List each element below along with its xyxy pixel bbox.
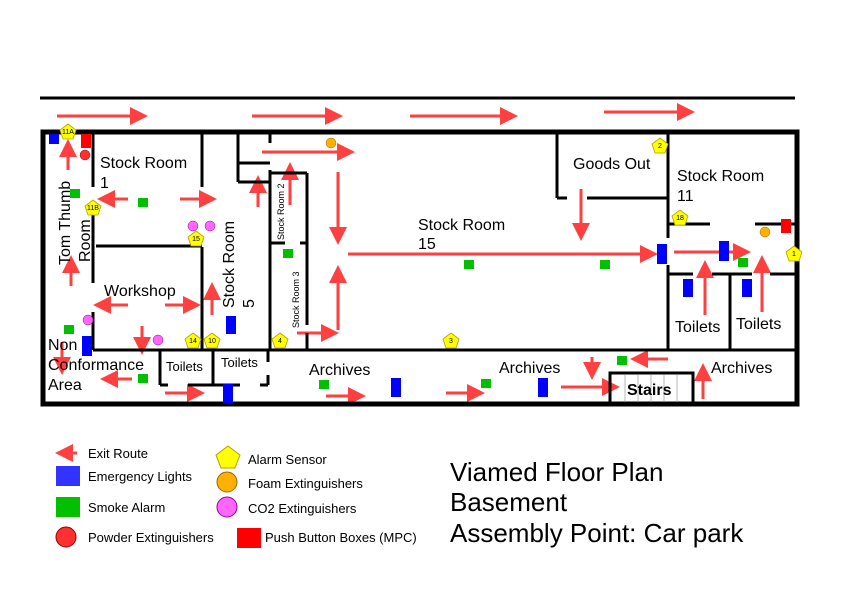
room-stock-5-number: 5 bbox=[241, 299, 258, 308]
room-archives: Archives bbox=[711, 360, 772, 377]
room-stock-3: Stock Room 3 bbox=[291, 271, 301, 328]
room-goods-out: Goods Out bbox=[573, 156, 651, 173]
legend-emergency-lights: Emergency Lights bbox=[88, 469, 193, 484]
legend-push-button: Push Button Boxes (MPC) bbox=[265, 530, 417, 545]
alarm-sensor: 11A bbox=[59, 123, 77, 140]
room-archives: Archives bbox=[499, 360, 560, 377]
room-tom-thumb-2: Room bbox=[77, 219, 94, 262]
alarm-sensor: 3 bbox=[442, 332, 460, 349]
stairs-label: Stairs bbox=[627, 382, 672, 399]
alarm-sensors: 11A 11B 15 14 10 4 3 2 18 1 bbox=[59, 123, 803, 349]
room-toilets: Toilets bbox=[736, 316, 781, 333]
room-stock-2: Stock Room 2 bbox=[276, 183, 286, 240]
svg-text:14: 14 bbox=[189, 338, 197, 345]
svg-text:15: 15 bbox=[192, 236, 200, 243]
alarm-sensor: 11B bbox=[84, 199, 102, 216]
room-stock-15-number: 15 bbox=[418, 236, 436, 253]
svg-text:4: 4 bbox=[278, 338, 282, 345]
room-non-conformance: Non bbox=[48, 337, 77, 354]
room-stock-1: Stock Room bbox=[100, 155, 187, 172]
svg-text:11B: 11B bbox=[87, 205, 99, 212]
co2-extinguisher-legend-icon bbox=[216, 496, 238, 518]
room-stock-1-number: 1 bbox=[100, 175, 109, 192]
alarm-sensor: 14 bbox=[184, 332, 202, 349]
legend-co2: CO2 Extinguishers bbox=[248, 501, 357, 516]
powder-extinguisher-legend-icon bbox=[55, 526, 77, 548]
room-stock-11: Stock Room bbox=[677, 168, 764, 185]
room-archives: Archives bbox=[309, 362, 370, 379]
plan-title: Viamed Floor Plan bbox=[450, 457, 663, 487]
room-stock-5: Stock Room bbox=[221, 221, 238, 308]
alarm-sensor: 1 bbox=[785, 245, 803, 262]
room-non-conformance-3: Area bbox=[48, 377, 82, 394]
room-tom-thumb: Tom Thumb bbox=[57, 181, 74, 265]
svg-text:18: 18 bbox=[676, 215, 684, 222]
room-non-conformance-2: Conformance bbox=[48, 357, 144, 374]
legend-foam: Foam Extinguishers bbox=[248, 476, 363, 491]
svg-text:10: 10 bbox=[208, 338, 216, 345]
room-stock-15: Stock Room bbox=[418, 217, 505, 234]
plan-subtitle: Basement bbox=[450, 487, 568, 517]
push-button-legend-icon bbox=[237, 528, 261, 548]
svg-text:3: 3 bbox=[449, 338, 453, 345]
legend-alarm-sensor: Alarm Sensor bbox=[248, 452, 327, 467]
emergency-lights bbox=[49, 134, 752, 403]
legend-exit-route: Exit Route bbox=[88, 446, 148, 461]
alarm-sensor: 4 bbox=[271, 332, 289, 349]
legend: Exit Route Emergency Lights Smoke Alarm … bbox=[55, 444, 417, 548]
smoke-alarms bbox=[64, 189, 748, 389]
walls bbox=[40, 129, 800, 407]
room-toilets: Toilets bbox=[221, 355, 258, 370]
smoke-alarm-legend-icon bbox=[56, 497, 80, 517]
alarm-sensor: 18 bbox=[671, 209, 689, 226]
alarm-sensor: 15 bbox=[187, 230, 205, 247]
alarm-sensor: 2 bbox=[651, 137, 669, 154]
legend-smoke-alarm: Smoke Alarm bbox=[88, 500, 165, 515]
room-toilets: Toilets bbox=[166, 359, 203, 374]
room-toilets: Toilets bbox=[675, 319, 720, 336]
assembly-point: Assembly Point: Car park bbox=[450, 518, 744, 548]
emergency-light-legend-icon bbox=[56, 466, 80, 486]
room-stock-11-number: 11 bbox=[677, 188, 694, 205]
room-workshop: Workshop bbox=[104, 283, 176, 300]
alarm-sensor-legend-icon bbox=[215, 445, 241, 469]
room-labels: Stock Room 1 Tom Thumb Room Workshop Sto… bbox=[48, 155, 781, 399]
svg-text:11A: 11A bbox=[62, 129, 74, 136]
svg-text:2: 2 bbox=[658, 143, 662, 150]
foam-extinguisher-legend-icon bbox=[216, 471, 238, 493]
push-button-boxes bbox=[81, 134, 791, 233]
legend-powder: Powder Extinguishers bbox=[88, 530, 214, 545]
svg-text:1: 1 bbox=[792, 251, 796, 258]
alarm-sensor: 10 bbox=[203, 332, 221, 349]
exit-route-arrows bbox=[53, 103, 771, 405]
extinguishers bbox=[79, 137, 771, 346]
